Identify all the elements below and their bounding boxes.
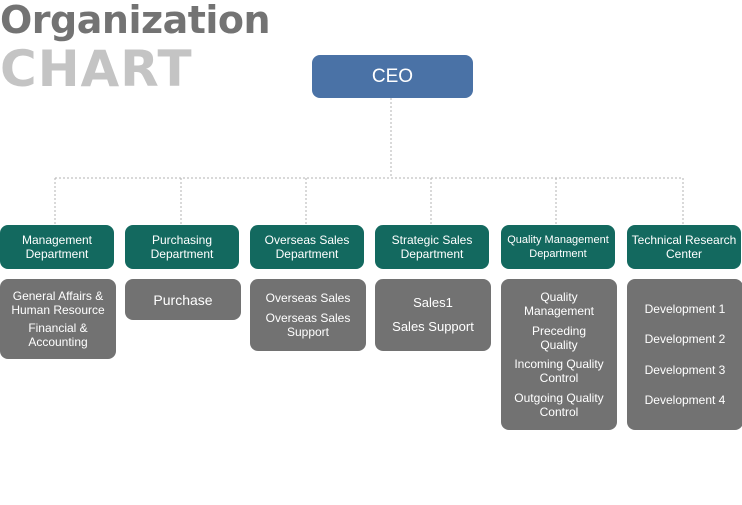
dept-technical-research: Technical Research Center — [627, 225, 741, 269]
dept-label: Overseas Sales — [264, 233, 350, 247]
dept-overseas-sales: Overseas Sales Department — [250, 225, 364, 269]
unit-item: Overseas Sales — [265, 291, 351, 305]
unit-item: Purchase — [153, 291, 213, 308]
unit-item: General Affairs &Human Resource — [11, 289, 105, 317]
dept-strategic-sales-units: Sales1 Sales Support — [375, 279, 491, 351]
unit-item: Sales1 — [413, 294, 453, 310]
dept-label: Management — [21, 233, 93, 247]
unit-item: Development 1 — [644, 301, 726, 316]
dept-technical-research-units: Development 1 Development 2 Development … — [627, 279, 742, 430]
dept-label: Technical Research — [631, 233, 737, 247]
dept-quality-management: Quality Management Department — [501, 225, 615, 269]
unit-item: Development 3 — [644, 362, 726, 377]
unit-item: Financial &Accounting — [28, 321, 88, 349]
dept-label: Strategic Sales — [391, 233, 473, 247]
dept-label: Department — [529, 248, 587, 260]
ceo-box: CEO — [312, 55, 473, 98]
dept-label: Department — [150, 247, 214, 261]
dept-management-units: General Affairs &Human Resource Financia… — [0, 279, 116, 359]
unit-item: Development 4 — [644, 393, 726, 408]
dept-purchasing-units: Purchase — [125, 279, 241, 320]
unit-item: Sales Support — [392, 319, 474, 335]
dept-strategic-sales: Strategic Sales Department — [375, 225, 489, 269]
dept-label: Department — [275, 247, 339, 261]
dept-label: Department — [400, 247, 464, 261]
dept-label: Department — [25, 247, 89, 261]
unit-item: Development 2 — [644, 332, 726, 347]
dept-purchasing: Purchasing Department — [125, 225, 239, 269]
dept-label: Quality Management — [507, 234, 609, 246]
dept-label: Purchasing — [151, 233, 213, 247]
chart-title-line1: Organization — [0, 0, 271, 42]
chart-title-line2: CHART — [0, 40, 193, 98]
dept-label: Center — [665, 247, 703, 261]
dept-management: Management Department — [0, 225, 114, 269]
